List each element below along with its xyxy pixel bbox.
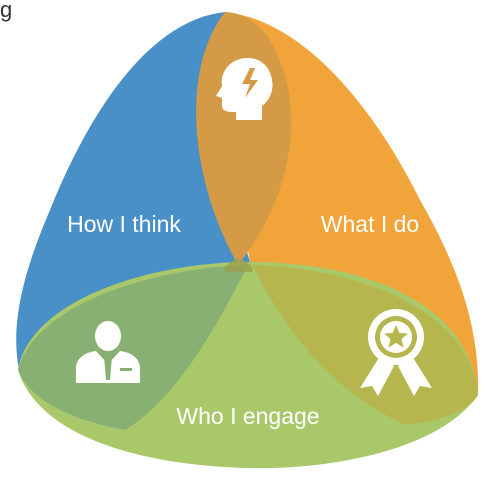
businessman-icon xyxy=(76,321,140,383)
label-who-i-engage: Who I engage xyxy=(176,403,319,429)
center-overlap xyxy=(224,258,254,272)
award-ribbon-icon xyxy=(360,309,432,396)
overlap-think-engage xyxy=(18,265,248,430)
head-brain-icon xyxy=(216,58,273,120)
lobe-how-i-think xyxy=(16,12,250,375)
corner-text-fragment: g xyxy=(0,0,13,22)
label-what-i-do: What I do xyxy=(321,211,419,237)
label-how-i-think: How I think xyxy=(67,211,181,237)
